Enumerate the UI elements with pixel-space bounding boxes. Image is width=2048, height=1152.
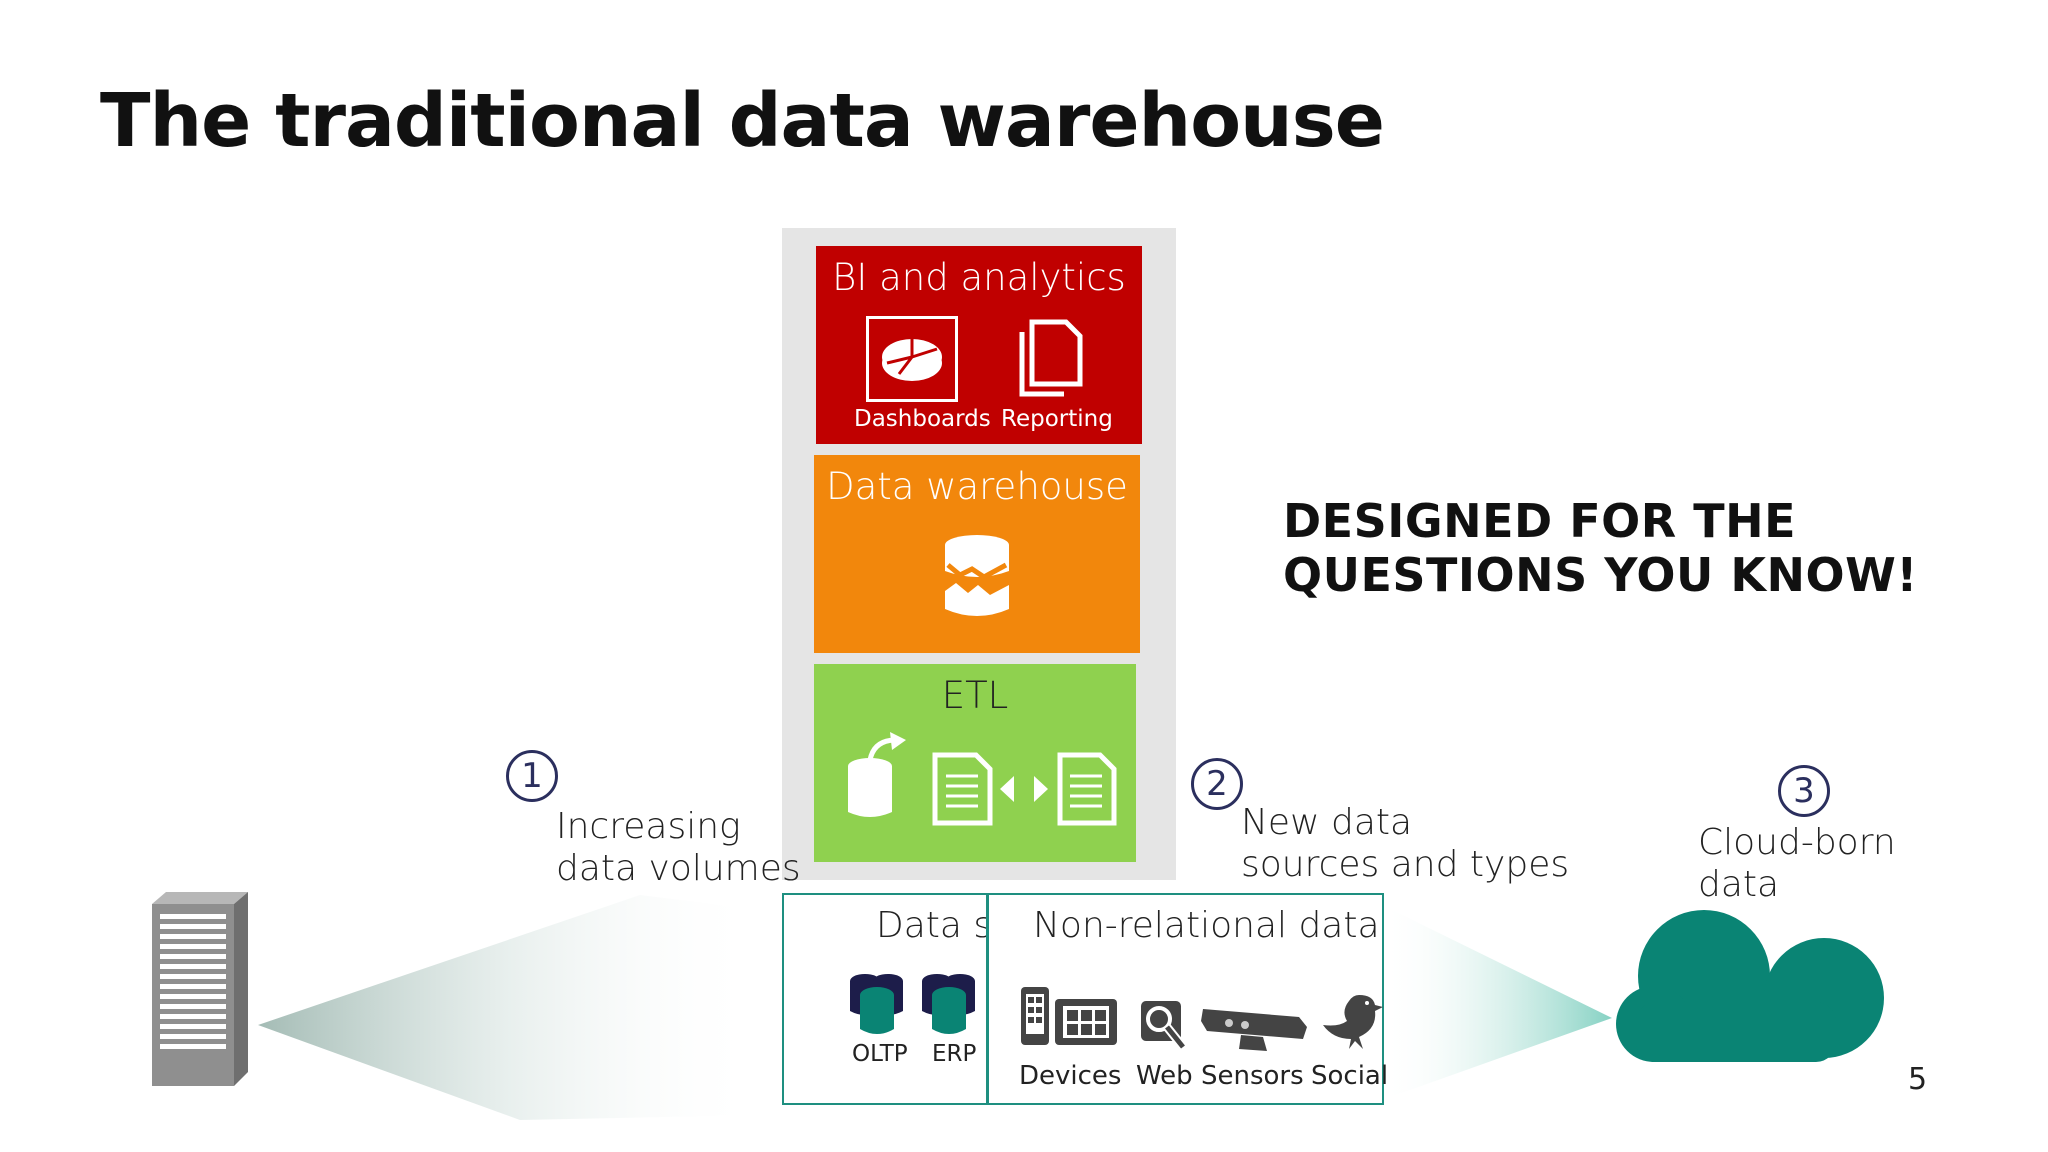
web-icon [1139,999,1187,1057]
beam-right [1382,905,1612,1100]
reporting-icon [1016,318,1086,402]
dashboard-icon [866,316,958,402]
server-icon [150,890,250,1094]
note-1-line-1: Increasing [556,806,741,847]
etl-title: ETL [941,674,1009,717]
bi-title: BI and analytics [832,256,1126,299]
data-warehouse-icon [942,533,1012,627]
callout-line-2: QUESTIONS YOU KNOW! [1283,548,1918,602]
sensor-icon [1199,1003,1309,1057]
etl-extract-icon [844,730,914,824]
callout-line-1: DESIGNED FOR THE [1283,494,1796,548]
note-new-sources: New data sources and types [1241,802,1569,886]
devices-label: Devices [1019,1061,1122,1091]
note-2-line-1: New data [1241,802,1413,843]
etl-tile: ETL [814,664,1136,862]
dw-title: Data warehouse [826,465,1128,508]
number-badge-1: 1 [506,750,558,802]
data-warehouse-tile: Data warehouse [814,455,1140,653]
dashboards-label: Dashboards [854,406,991,432]
note-3-line-2: data [1698,864,1780,905]
callout-text: DESIGNED FOR THE QUESTIONS YOU KNOW! [1283,494,1918,602]
note-2-line-2: sources and types [1241,844,1570,885]
note-cloud-born: Cloud-born data [1698,822,1896,906]
device-icon [1019,985,1119,1051]
bi-analytics-tile: BI and analytics Dashboards Reporting [816,246,1142,444]
beam-left [258,895,760,1120]
note-increasing-volumes: Increasing data volumes [556,806,801,890]
non-relational-box: Non-relational data De [987,893,1388,1105]
reporting-label: Reporting [1001,406,1113,432]
number-badge-3: 3 [1778,765,1830,817]
non-relational-title: Non-relational data [1033,905,1380,946]
page-number: 5 [1908,1062,1928,1097]
erp-label: ERP [932,1041,977,1067]
slide-title: The traditional data warehouse [100,78,1385,164]
note-3-line-1: Cloud-born [1698,822,1896,863]
bird-icon [1319,991,1383,1057]
social-label: Social [1311,1061,1389,1091]
data-sources-box: Data sources OLTP ERP [782,893,988,1105]
note-1-line-2: data volumes [556,848,801,889]
sensors-label: Sensors [1201,1061,1304,1091]
etl-transform-icon [932,752,1122,830]
oltp-label: OLTP [852,1041,908,1067]
database-icon [848,971,986,1045]
number-badge-2: 2 [1191,758,1243,810]
web-label: Web [1136,1061,1193,1091]
cloud-icon [1606,906,1888,1066]
data-sources-title: Data sources [876,905,986,946]
